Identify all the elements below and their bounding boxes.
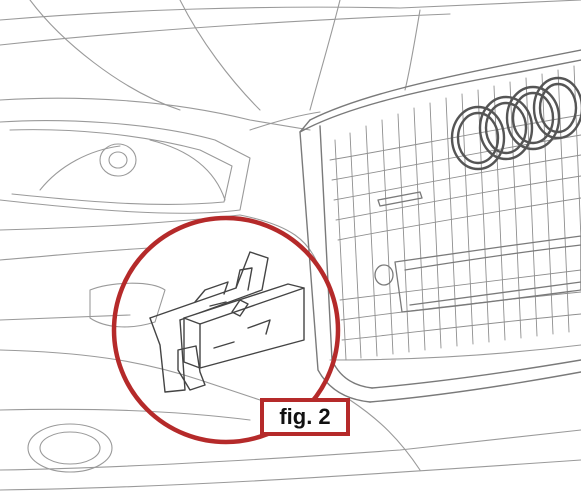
bumper-lines: [0, 111, 581, 491]
brand-rings-icon: [450, 76, 581, 171]
grille-frame: [299, 49, 581, 403]
figure-label: fig. 2: [260, 398, 350, 436]
mounting-bracket-detail: [149, 251, 305, 393]
callout-circle: [111, 215, 341, 445]
hood-outline: [0, 0, 581, 131]
headlight: [0, 120, 251, 231]
license-plate: [374, 191, 581, 313]
grille-mesh: [329, 65, 581, 361]
